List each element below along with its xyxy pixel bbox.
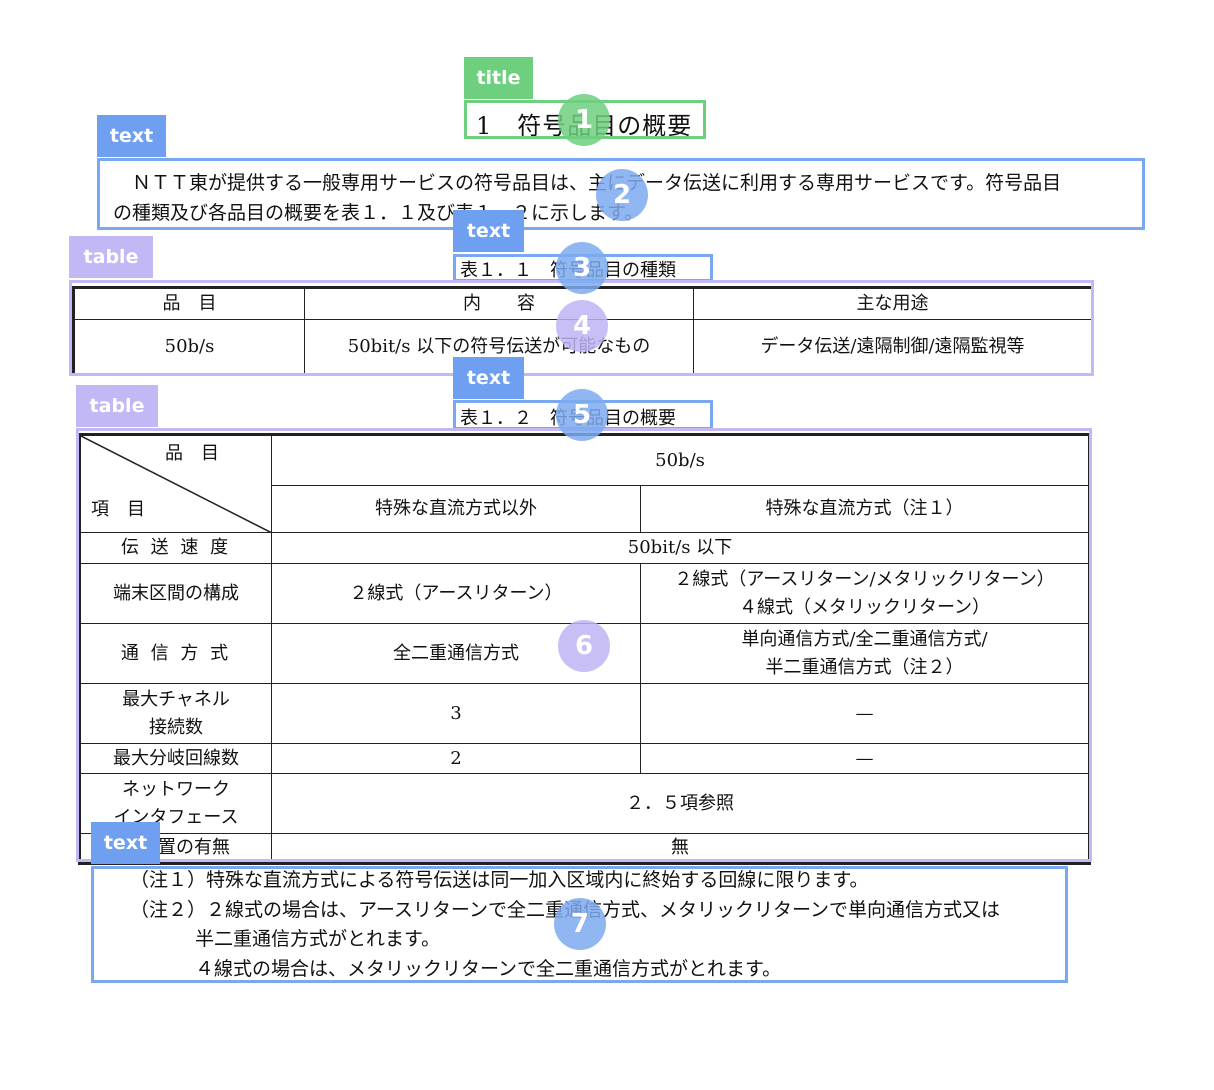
header-cell: 品 目 [74,288,305,320]
table-cell: 50b/s [74,319,305,374]
table-row: 副設置の有無 無 [80,833,1090,863]
table1-region-label: table [69,236,153,278]
paragraph-region-label: text [97,115,166,157]
row-label: 最大分岐回線数 [80,743,272,774]
row-label: 通 信 方 式 [80,623,272,684]
table-cell: — [639,683,1090,744]
table-cell: — [639,743,1090,774]
region-badge-7: 7 [554,898,606,950]
column-header-a: 特殊な直流方式以外 [271,485,641,533]
diagonal-header-cell: 品目 項目 [80,435,272,533]
region-badge-3: 3 [556,242,608,294]
table-header-row: 品目 項目 50b/s [80,435,1090,533]
table-cell: 単向通信方式/全二重通信方式/ 半二重通信方式（注２） [639,623,1090,684]
cell-line: ネットワーク [122,778,230,800]
intro-line-1: ＮＴＴ東が提供する一般専用サービスの符号品目は、主にデータ伝送に利用する専用サー… [132,172,1062,194]
region-badge-6: 6 [558,620,610,672]
footnote-2-cont: ４線式の場合は、メタリックリターンで全二重通信方式がとれます。 [195,957,782,980]
table-row: 端末区間の構成 ２線式（アースリターン） ２線式（アースリターン/メタリックリタ… [80,563,1090,624]
column-header-b: 特殊な直流方式（注１） [639,485,1090,533]
region-badge-1: 1 [558,94,610,146]
header-cell: 内 容 [304,288,694,320]
cell-line: 半二重通信方式（注２） [765,656,964,678]
notes-region-label: text [91,822,160,864]
corner-label-field: 項目 [91,499,163,520]
table-header-row: 品 目 内 容 主な用途 [74,288,1092,320]
caption2-region-label: text [453,357,524,399]
table-row: 最大分岐回線数 2 — [80,743,1090,774]
table-cell: 50bit/s 以下 [270,532,1090,564]
row-label: 伝 送 速 度 [80,532,272,564]
table-cell: 無 [270,833,1090,863]
table2-region-label: table [76,385,158,427]
cell-line: 最大チャネル [122,688,230,710]
table-header-row: 特殊な直流方式以外 特殊な直流方式（注１） [81,485,1090,533]
table-cell: ２．５項参照 [270,773,1090,834]
table-cell: 2 [271,743,641,774]
cell-line: 接続数 [149,716,203,738]
cell-line: 単向通信方式/全二重通信方式/ [741,628,988,650]
region-badge-5: 5 [556,389,608,441]
footnote-2-cont: 半二重通信方式がとれます。 [195,928,441,950]
corner-label-item: 品目 [165,443,237,464]
row-label: 端末区間の構成 [80,563,272,624]
table-cell: ２線式（アースリターン/メタリックリターン） ４線式（メタリックリターン） [639,563,1090,624]
table-row: 最大チャネル 接続数 3 — [80,683,1090,744]
header-cell: 主な用途 [693,288,1092,320]
table-cell: ２線式（アースリターン） [271,563,641,624]
title-region-label: title [464,57,533,99]
cell-line: ２線式（アースリターン/メタリックリターン） [674,568,1055,590]
cell-line: ４線式（メタリックリターン） [738,596,991,618]
table-cell: データ伝送/遠隔制御/遠隔監視等 [693,319,1092,374]
table-row: 伝 送 速 度 50bit/s 以下 [80,532,1090,564]
caption1-region-label: text [453,210,524,252]
region-badge-2: 2 [596,169,648,221]
row-label: 最大チャネル 接続数 [80,683,272,744]
region-badge-4: 4 [556,300,608,352]
table-row: 通 信 方 式 全二重通信方式 単向通信方式/全二重通信方式/ 半二重通信方式（… [80,623,1090,684]
footnote-1: （注１）特殊な直流方式による符号伝送は同一加入区域内に終始する回線に限ります。 [130,869,869,891]
product-header-cell: 50b/s [270,435,1090,486]
diagonal-line [81,436,272,533]
table-cell: 3 [271,683,641,744]
table-row: ネットワーク インタフェース ２．５項参照 [80,773,1090,834]
